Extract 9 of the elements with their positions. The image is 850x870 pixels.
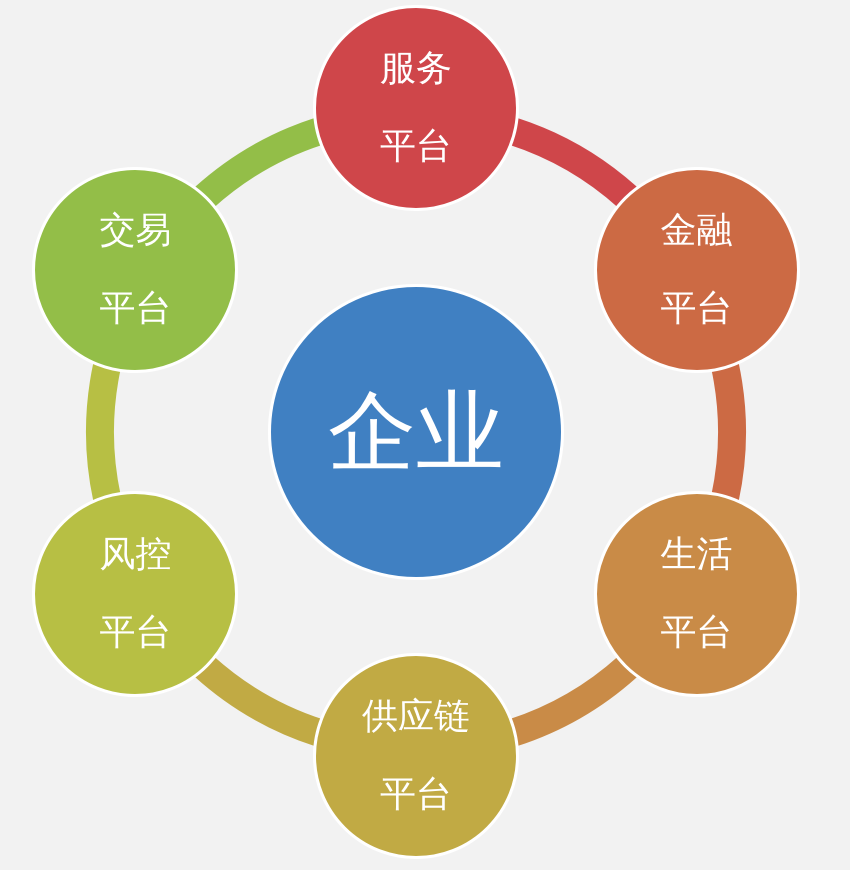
platform-label: 金融平台: [660, 209, 734, 331]
platform-label: 风控平台: [98, 533, 172, 655]
ring-arc-connector: [86, 364, 121, 500]
platform-label: 交易平台: [98, 209, 172, 331]
ring-arc-connector: [711, 364, 746, 500]
platform-label: 生活平台: [660, 533, 734, 655]
platform-label: 服务平台: [379, 47, 453, 169]
hub-label: 企业: [326, 382, 505, 482]
platform-label: 供应链平台: [361, 695, 471, 817]
